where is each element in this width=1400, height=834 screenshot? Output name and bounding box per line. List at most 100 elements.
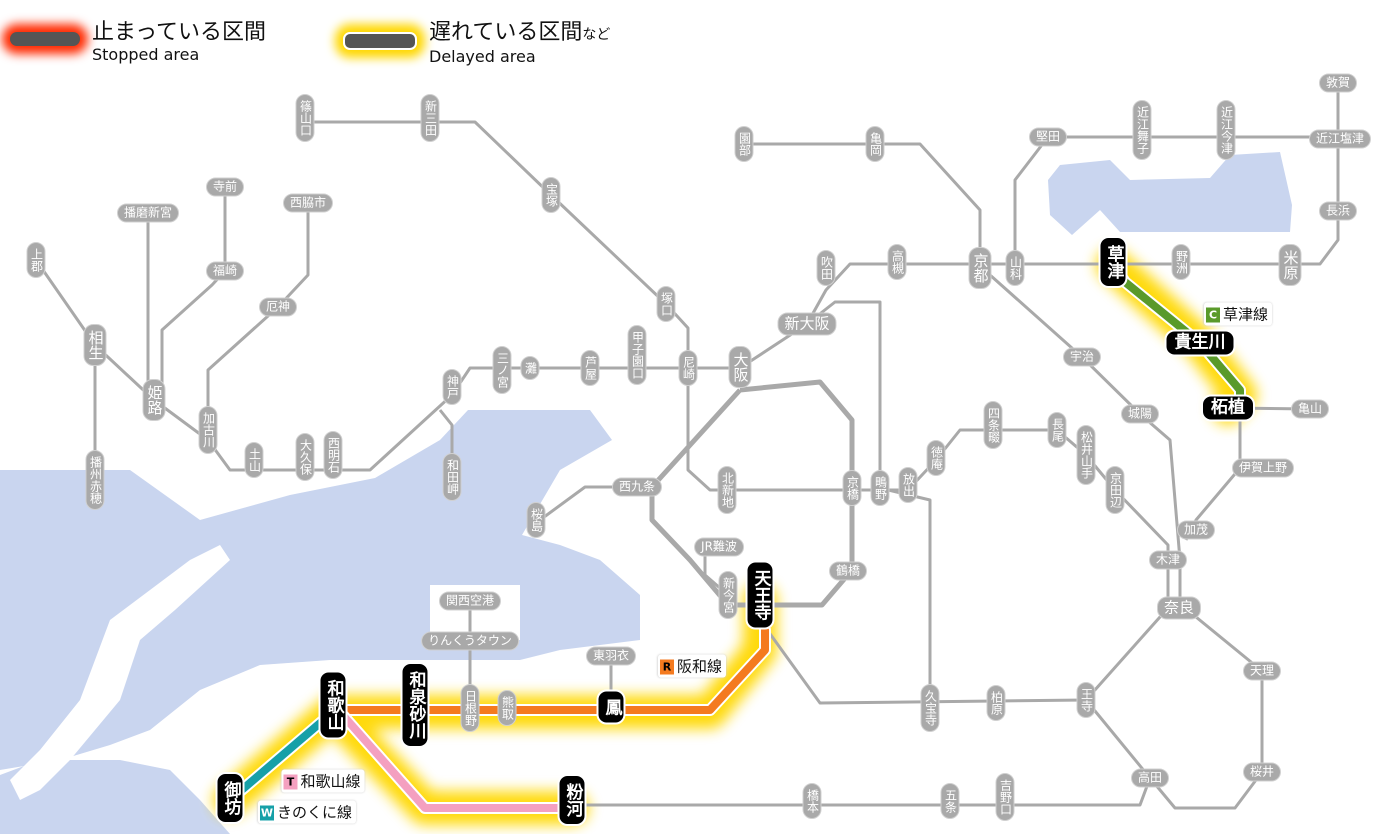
station-label[interactable]: 土山 <box>244 442 264 478</box>
station-label[interactable]: 柏原 <box>986 685 1006 721</box>
station-label[interactable]: 宇治 <box>1062 347 1102 367</box>
station-label[interactable]: 四条畷 <box>983 401 1003 449</box>
station-label[interactable]: 長尾 <box>1047 412 1067 448</box>
station-label[interactable]: 灘 <box>520 356 540 380</box>
station-label[interactable]: 伊賀上野 <box>1231 458 1295 478</box>
route-name: きのくに線 <box>276 803 353 822</box>
station-label[interactable]: 神戸 <box>442 369 462 405</box>
station-label[interactable]: 日根野 <box>460 684 480 732</box>
delayed-swatch <box>343 32 417 50</box>
station-label[interactable]: 福崎 <box>205 261 245 281</box>
station-label[interactable]: 京橋 <box>842 470 862 506</box>
legend-delayed: 遅れている区間など Delayed area <box>343 20 610 66</box>
station-label[interactable]: 新三田 <box>420 94 440 142</box>
station-label[interactable]: 貴生川 <box>1164 329 1236 357</box>
station-label[interactable]: 敦賀 <box>1318 73 1358 93</box>
station-label[interactable]: 塚口 <box>656 286 676 322</box>
station-label[interactable]: 甲子園口 <box>627 325 647 385</box>
station-label[interactable]: 桜島 <box>526 502 546 538</box>
station-label[interactable]: 尼崎 <box>678 350 698 386</box>
station-label[interactable]: 山科 <box>1005 250 1025 286</box>
station-label[interactable]: 篠山口 <box>295 94 315 142</box>
station-label[interactable]: 天理 <box>1242 661 1282 681</box>
station-label[interactable]: 近江塩津 <box>1308 129 1372 149</box>
station-label[interactable]: 新大阪 <box>777 312 837 336</box>
station-label[interactable]: 堅田 <box>1028 127 1068 147</box>
station-label[interactable]: 天王寺 <box>745 560 775 630</box>
station-label[interactable]: 播州赤穂 <box>85 450 105 510</box>
station-label[interactable]: 徳庵 <box>926 440 946 476</box>
station-label[interactable]: 加古川 <box>198 406 218 454</box>
station-label[interactable]: 寺前 <box>205 177 245 197</box>
route-badge: R <box>659 659 674 675</box>
station-label[interactable]: 京田辺 <box>1105 466 1125 514</box>
station-label[interactable]: 奈良 <box>1156 596 1202 620</box>
station-label[interactable]: 三ノ宮 <box>492 346 512 394</box>
station-label[interactable]: 新今宮 <box>718 571 738 619</box>
station-label[interactable]: 大阪 <box>728 346 752 388</box>
station-label[interactable]: 和歌山 <box>318 670 348 740</box>
station-label[interactable]: 城陽 <box>1120 404 1160 424</box>
station-label[interactable]: 熊取 <box>497 690 517 726</box>
station-label[interactable]: 放出 <box>898 467 918 503</box>
station-label[interactable]: 西明石 <box>323 431 343 479</box>
station-label[interactable]: 木津 <box>1148 550 1188 570</box>
station-label[interactable]: 吹田 <box>816 250 836 286</box>
station-label[interactable]: 近江今津 <box>1216 100 1236 160</box>
station-label[interactable]: 草津 <box>1098 236 1128 288</box>
station-label[interactable]: りんくうタウン <box>421 631 519 651</box>
route-name: 和歌山線 <box>300 772 361 791</box>
station-label[interactable]: 松井山手 <box>1076 425 1096 485</box>
station-label[interactable]: 西九条 <box>611 477 663 497</box>
legend-stopped: 止まっている区間 Stopped area <box>10 20 266 64</box>
station-label[interactable]: 西脇市 <box>282 193 334 213</box>
station-label[interactable]: 相生 <box>83 324 107 366</box>
station-label[interactable]: 厄神 <box>258 297 298 317</box>
station-label[interactable]: 吉野口 <box>995 773 1015 821</box>
station-label[interactable]: 長浜 <box>1318 201 1358 221</box>
station-label[interactable]: 宝塚 <box>541 177 561 213</box>
station-label[interactable]: 粉河 <box>557 774 587 826</box>
station-label[interactable]: 五条 <box>940 783 960 819</box>
station-label[interactable]: 和泉砂川 <box>400 662 430 748</box>
station-label[interactable]: 桜井 <box>1242 762 1282 782</box>
station-label[interactable]: 芦屋 <box>580 350 600 386</box>
station-label[interactable]: 高田 <box>1130 768 1170 788</box>
station-label[interactable]: 関西空港 <box>438 591 502 611</box>
station-label[interactable]: 鶴橋 <box>828 561 868 581</box>
station-label[interactable]: 御坊 <box>215 772 245 824</box>
station-label[interactable]: 北新地 <box>717 466 737 514</box>
sea <box>0 152 1292 834</box>
route-badge: T <box>283 774 298 790</box>
station-label[interactable]: 高槻 <box>887 244 907 280</box>
station-label[interactable]: 播磨新宮 <box>116 203 180 223</box>
station-label[interactable]: 王寺 <box>1076 682 1096 718</box>
station-label[interactable]: 亀岡 <box>865 126 885 162</box>
station-label[interactable]: 米原 <box>1278 244 1302 286</box>
station-label[interactable]: 京都 <box>968 247 992 289</box>
route-badge: C <box>1205 307 1220 323</box>
station-label[interactable]: 柘植 <box>1201 394 1255 422</box>
route-name: 阪和線 <box>676 657 723 676</box>
station-label[interactable]: 東羽衣 <box>585 646 637 666</box>
station-label[interactable]: 大久保 <box>295 433 315 481</box>
station-label[interactable]: 亀山 <box>1290 399 1330 419</box>
delayed-title: 遅れている区間 <box>429 20 583 45</box>
station-label[interactable]: JR難波 <box>694 537 744 557</box>
station-label[interactable]: 橋本 <box>802 783 822 819</box>
station-label[interactable]: 姫路 <box>142 379 166 421</box>
station-label[interactable]: 近江舞子 <box>1132 100 1152 160</box>
station-label[interactable]: 園部 <box>734 126 754 162</box>
station-label[interactable]: 加茂 <box>1176 520 1216 540</box>
station-label[interactable]: 上郡 <box>26 242 46 278</box>
station-label[interactable]: 久宝寺 <box>920 684 940 732</box>
station-label[interactable]: 鳳 <box>596 689 626 725</box>
route-name: 草津線 <box>1222 305 1269 324</box>
station-label[interactable]: 和田岬 <box>442 453 462 501</box>
station-label[interactable]: 鴫野 <box>870 470 890 506</box>
station-label[interactable]: 野洲 <box>1171 244 1191 280</box>
